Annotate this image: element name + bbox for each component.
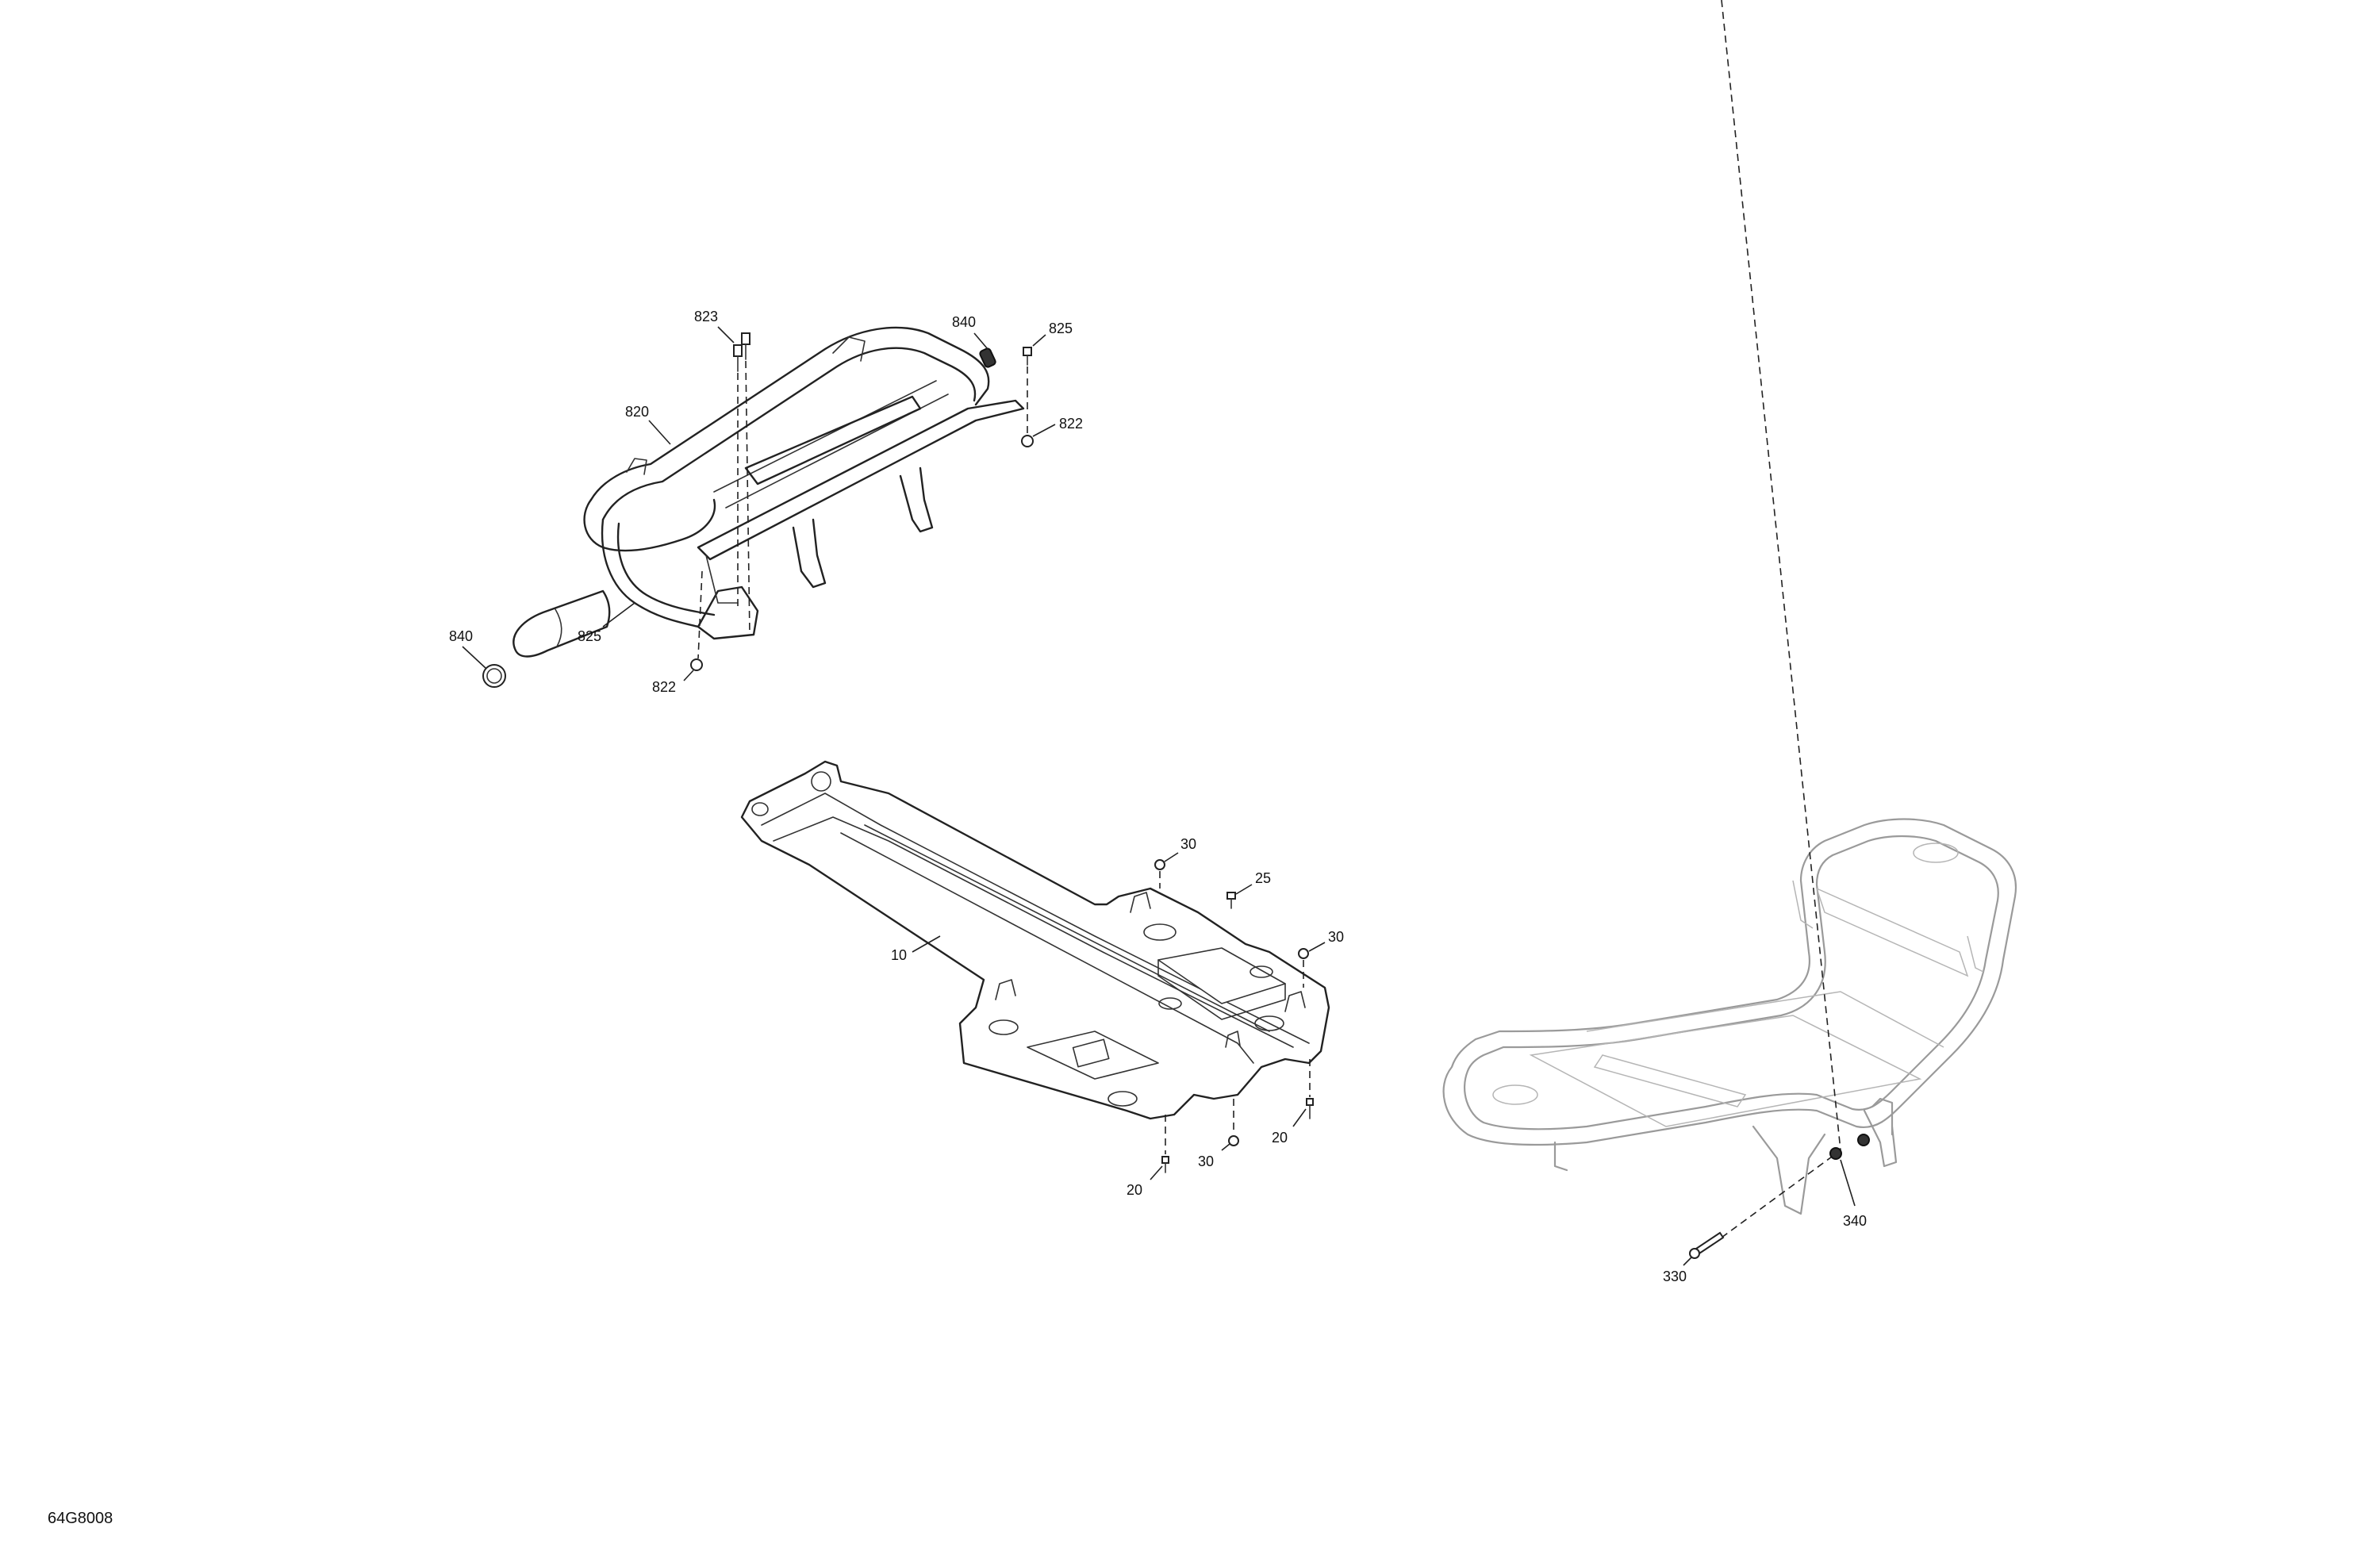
callout-30-c: 30 [1198, 1153, 1214, 1169]
plug-840-left [482, 664, 506, 688]
callout-10: 10 [891, 947, 907, 963]
bolt-330 [1695, 1231, 1725, 1255]
nut-30-c [1228, 1135, 1239, 1146]
callout-30-b: 30 [1328, 929, 1344, 945]
bolt-20-right [1306, 1098, 1314, 1106]
callout-20-bottom: 20 [1127, 1182, 1142, 1198]
bolt-20-bottom [1161, 1156, 1169, 1164]
callout-840-left: 840 [449, 628, 473, 644]
callout-825-left: 825 [578, 628, 601, 644]
bolt-825-top [1023, 347, 1032, 356]
callout-340: 340 [1843, 1213, 1867, 1229]
callout-822-bottom: 822 [652, 679, 676, 695]
bolt-823-b [741, 332, 750, 345]
nut-822-bottom [690, 658, 703, 671]
bumper-callouts: 823 840 825 820 822 840 825 822 [449, 309, 1083, 695]
skid-plate [740, 760, 1330, 1120]
rear-rack-frame [1442, 818, 2017, 1215]
bolt-823-a [733, 344, 743, 357]
callout-822-right: 822 [1059, 416, 1083, 432]
callout-840-top: 840 [952, 314, 976, 330]
bumper-hardware [482, 332, 1034, 688]
callout-823: 823 [694, 309, 718, 324]
callout-330: 330 [1663, 1269, 1687, 1284]
plug-840-top [979, 347, 996, 368]
callout-825-top: 825 [1049, 320, 1073, 336]
nut-340-a [1829, 1147, 1842, 1160]
reference-code: 64G8008 [48, 1510, 113, 1527]
callout-25: 25 [1255, 870, 1271, 886]
skid-plate-hardware [1154, 859, 1314, 1173]
nut-30-a [1154, 859, 1165, 870]
nut-822-right [1021, 435, 1034, 447]
rear-rack-callouts: 330 340 [1663, 1159, 1867, 1284]
callout-820: 820 [625, 404, 649, 420]
skid-plate-callouts: 30 25 30 10 20 30 20 [891, 836, 1344, 1198]
callout-20-right: 20 [1272, 1130, 1288, 1146]
bumper-tube-assembly [512, 326, 1025, 658]
screw-25 [1226, 892, 1236, 900]
nut-30-b [1298, 948, 1309, 959]
rear-rack-hardware [1689, 0, 1870, 1259]
nut-340-b [1857, 1134, 1870, 1146]
callout-30-a: 30 [1180, 836, 1196, 852]
